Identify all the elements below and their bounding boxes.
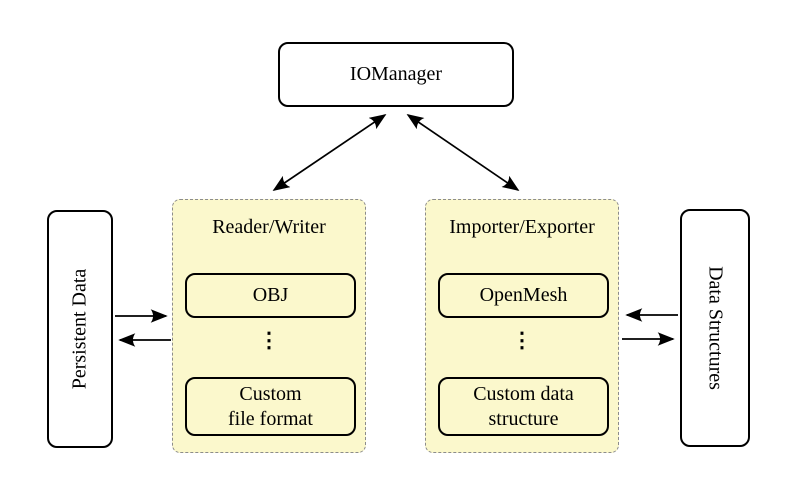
importer-exporter-group: Importer/Exporter OpenMesh ⋮ Custom data… <box>425 199 619 453</box>
openmesh-box: OpenMesh <box>438 273 609 318</box>
custom-file-format-box: Custom file format <box>185 377 356 436</box>
custom-file-format-line2: file format <box>228 407 313 430</box>
custom-data-structure-line2: structure <box>488 407 559 430</box>
importer-exporter-ellipsis: ⋮ <box>511 328 533 352</box>
reader-writer-group: Reader/Writer OBJ ⋮ Custom file format <box>172 199 366 453</box>
iomanager-readerwriter-arrow <box>272 114 387 191</box>
io-manager-label: IOManager <box>349 63 443 85</box>
importer-exporter-title: Importer/Exporter <box>449 216 595 238</box>
persistent-data-box: Persistent Data <box>47 210 113 448</box>
custom-data-structure-line1: Custom data <box>473 383 574 406</box>
data-structures-label: Data Structures <box>704 266 727 390</box>
obj-label: OBJ <box>252 284 289 307</box>
reader-writer-ellipsis: ⋮ <box>258 328 280 352</box>
openmesh-label: OpenMesh <box>479 284 568 307</box>
obj-box: OBJ <box>185 273 356 318</box>
iomanager-importerexporter-arrow <box>406 114 520 191</box>
io-manager-box: IOManager <box>278 42 514 107</box>
custom-data-structure-box: Custom data structure <box>438 377 609 436</box>
data-structures-box: Data Structures <box>680 209 750 447</box>
persistent-data-label: Persistent Data <box>68 268 91 390</box>
custom-file-format-line1: Custom <box>239 383 302 406</box>
reader-writer-title: Reader/Writer <box>212 216 326 238</box>
